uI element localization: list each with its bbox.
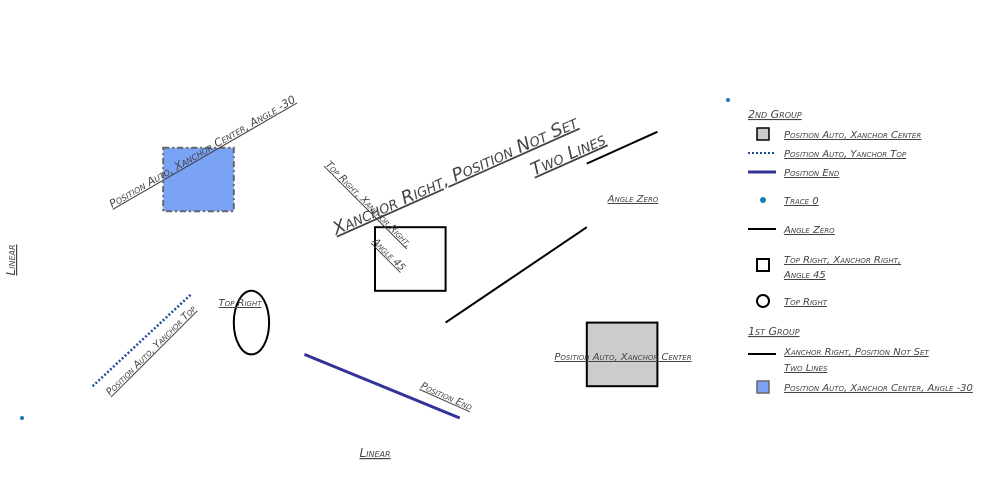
legend-item: Position Auto, Xanchor Center, Angle -30 — [784, 383, 973, 394]
shape-rect-blue — [162, 146, 235, 213]
shape-rect-empty — [374, 226, 447, 292]
shape-two-lines-line — [586, 130, 658, 165]
trace-point — [726, 98, 730, 102]
annotation-circle: Top Right — [219, 298, 263, 309]
legend-item: Position End — [784, 168, 840, 179]
shape-circle — [232, 289, 271, 356]
shape-dotted-line — [91, 293, 193, 388]
legend-item: Position Auto, Xanchor Center — [784, 130, 921, 141]
legend-swatch-gray — [756, 127, 770, 141]
shape-angle-zero-line — [445, 226, 588, 324]
annotation-dotted-line: Position Auto, Yanchor Top — [104, 303, 199, 398]
annotation-rect-gray: Position Auto, Xanchor Center — [554, 352, 691, 363]
legend-item: Top Right, Xanchor Right, — [784, 255, 901, 266]
y-axis-title: Linear — [4, 244, 18, 275]
legend-group1-title: 1st Group — [748, 325, 800, 338]
legend-item: Two Lines — [784, 363, 828, 374]
legend-swatch-blue — [756, 380, 770, 394]
annotation-angle-zero: Angle Zero — [607, 194, 659, 205]
legend-swatch-trace — [760, 197, 766, 203]
legend-item: Xanchor Right, Position Not Set — [783, 347, 929, 358]
shape-position-end-line — [303, 353, 461, 420]
trace-point — [20, 416, 24, 420]
legend-swatch-empty-rect — [756, 258, 770, 272]
annotation-position-end: Position End — [419, 381, 475, 414]
legend-swatch-circle — [756, 294, 770, 308]
legend-item: Angle 45 — [783, 270, 826, 281]
legend-group2-title: 2nd Group — [748, 108, 802, 121]
legend-item: Angle Zero — [783, 225, 835, 236]
legend-item: Top Right — [784, 297, 828, 308]
legend-item: Position Auto, Yanchor Top — [784, 149, 907, 160]
legend-item: Trace 0 — [784, 196, 819, 207]
shape-rect-gray — [585, 321, 659, 388]
x-axis-title: Linear — [359, 446, 390, 460]
